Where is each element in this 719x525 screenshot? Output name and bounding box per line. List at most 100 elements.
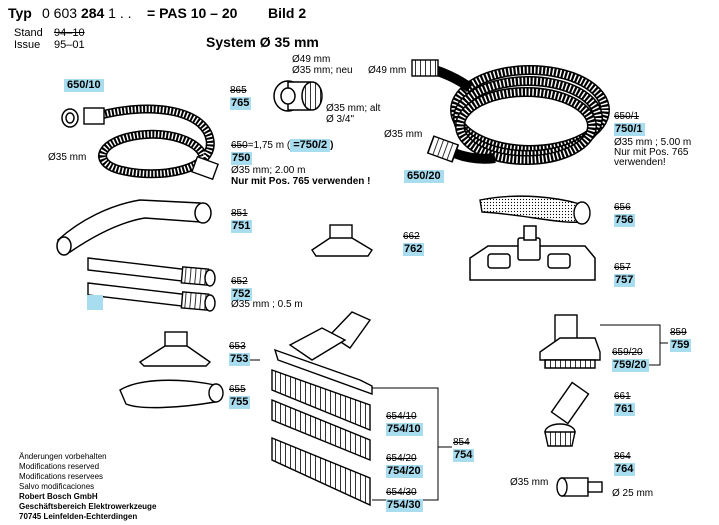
p764-dia25: Ø 25 mm [612,488,654,499]
p752-spec: Ø35 mm ; 0.5 m [231,299,303,310]
p750-1-spec2: Nur mit Pos. 765 [614,147,689,158]
part-762-old: 662 [403,231,420,242]
part-757-old: 657 [614,262,631,273]
part-753: 653 753 [229,341,251,366]
part-754-old: 854 [453,437,470,448]
footer-line4: Salvo modificaciones [19,482,95,491]
p750-1-dia49: Ø49 mm [368,65,407,76]
p765-spec4: Ø 3/4" [326,114,355,125]
p750-spec1: Ø35 mm; 2.00 m [231,165,306,176]
part-765: 865 765 [230,86,252,110]
part-754-10: 654/10 754/10 [386,412,423,436]
part-754-30-new: 754/30 [386,499,423,512]
typ-number: 0 603 284 1 . . [42,6,132,20]
part-750-close: ) [330,140,334,151]
part-750-len: =1,75 m ( [247,140,291,151]
part-754-10-new: 754/10 [386,423,423,436]
part-752-old: 652 [231,276,248,287]
typ-number-bold: 284 [80,5,105,21]
part-753-new: 753 [229,353,251,366]
part-759-20: 659/20 759/20 [612,348,649,372]
typ-label: Typ [8,5,32,21]
round-brush-761 [544,381,590,447]
part-650-20: 650/20 [404,170,444,183]
blank-highlight [87,295,103,310]
part-756: 656 756 [614,202,636,227]
part-761: 661 761 [614,391,636,416]
part-761-new: 761 [614,403,636,416]
part-759-new: 759 [670,339,692,352]
stand-label: Stand [14,27,43,39]
footer-company: Robert Bosch GmbH [19,492,98,501]
upholstery-nozzle-759 [539,314,601,369]
adapter-765 [273,80,323,112]
part-752: 652 752 [231,276,253,301]
part-755: 655 755 [229,385,251,409]
part-751-old: 851 [231,208,248,219]
nozzle-762 [311,224,373,257]
part-750-new: 750 [231,152,253,165]
part-757-new: 757 [614,274,636,287]
typ-number-suffix: 1 . . [104,5,132,21]
p765-spec1: Ø49 mm [292,54,331,65]
issue-label: Issue [14,39,41,51]
model-label: = PAS 10 – 20 [147,5,238,21]
part-754: 854 754 [453,437,475,462]
part-756-new: 756 [614,214,636,227]
part-759: 859 759 [670,327,692,352]
part-759-20-old: 659/20 [612,347,643,358]
issue-value: 95–01 [54,39,85,51]
crevice-nozzle-755 [119,379,224,409]
part-754-20-new: 754/20 [386,465,423,478]
footer-line2: Modifications reserved [19,462,100,471]
footer-line3: Modifications reservees [19,472,104,481]
p750-dia: Ø35 mm [48,152,87,163]
p750-1-spec3: verwenden! [614,157,666,168]
part-754-new: 754 [453,449,475,462]
part-757: 657 757 [614,262,636,287]
typ-number-prefix: 0 603 [42,5,81,21]
extension-tubes-752 [87,257,216,312]
part-750-alt: =750/2 [290,139,331,152]
part-756-old: 656 [614,202,631,213]
reducer-764 [556,477,603,497]
part-759-20-new: 759/20 [612,359,649,372]
part-650-10: 650/10 [64,79,104,92]
part-754-20-old: 654/20 [386,453,417,464]
hose-750-1 [411,59,610,165]
p750-1-spec1: Ø35 mm ; 5.00 m [614,137,692,148]
footer-division: Geschäftsbereich Elektrowerkzeuge [19,502,157,511]
p765-spec3: Ø35 mm; alt [326,103,381,114]
bent-tube-751 [56,199,212,256]
part-764-new: 764 [614,463,636,476]
part-754-30-old: 654/30 [386,487,417,498]
part-764: 864 764 [614,451,636,476]
part-759-old: 859 [670,327,687,338]
part-754-30: 654/30 754/30 [386,488,423,512]
part-754-10-old: 654/10 [386,411,417,422]
p764-dia35: Ø35 mm [510,477,549,488]
part-762: 662 762 [403,231,425,256]
part-750-box: 750 [231,151,253,165]
system-title: System Ø 35 mm [206,34,319,50]
footer-address: 70745 Leinfelden-Echterdingen [19,512,138,521]
part-751-new: 751 [231,220,253,233]
part-750-1: 650/1 750/1 [614,112,645,136]
part-753-old: 653 [229,341,246,352]
floor-nozzle-757 [469,225,596,281]
part-750: 650=1,75 m (=750/2) [231,139,334,152]
part-764-old: 864 [614,451,631,462]
ring-650-10 [61,108,79,128]
part-752-new: 752 [231,288,253,301]
part-755-new: 755 [229,396,251,409]
part-754-20: 654/20 754/20 [386,454,423,478]
p750-spec2: Nur mit Pos. 765 verwenden ! [231,176,371,187]
part-761-old: 661 [614,391,631,402]
part-650-20-new: 650/20 [404,170,444,183]
part-750-1-new: 750/1 [614,123,645,136]
part-750-old: 650 [231,140,248,151]
p750-1-dia35: Ø35 mm [384,129,423,140]
part-751: 851 751 [231,208,253,233]
